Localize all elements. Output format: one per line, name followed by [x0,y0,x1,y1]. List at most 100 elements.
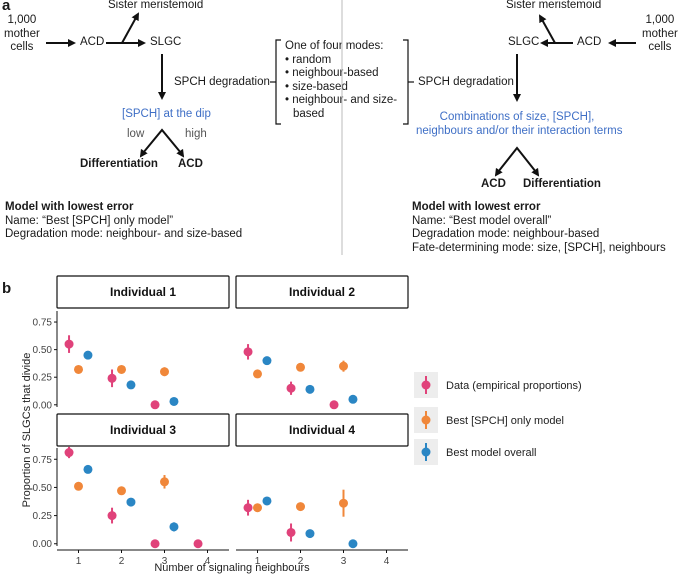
x-tick-label: 4 [205,556,211,567]
mode-brackets [270,39,414,125]
right-spch-degradation: SPCH degradation [418,76,514,88]
facet-3: Individual 3 0.00 0.25 0.50 0.75 1 2 3 4 [33,413,230,567]
legend-key-bg [414,407,438,433]
left-acd-outcome: ACD [178,158,203,170]
right-combos: Combinations of size, [SPCH], neighbours… [416,111,623,137]
right-sister-label: Sister meristemoid [506,0,602,11]
legend-key-bg [414,372,438,398]
y-tick-label: 0.25 [33,511,53,522]
data-point [64,448,74,458]
data-point [329,400,339,410]
right-differentiation: Differentiation [523,178,601,190]
x-tick-label: 2 [119,556,125,567]
data-point [117,364,126,374]
left-low-label: low [127,128,145,140]
legend-key-dot [421,447,431,457]
legend-label: Best [SPCH] only model [446,415,564,427]
x-tick-label: 1 [255,556,261,567]
data-point [348,539,358,549]
y-tick-label: 0.75 [33,455,53,466]
y-axis-label: Proportion of SLGCs that divide [21,353,33,508]
facet-title: Individual 4 [289,423,355,437]
mode-item: • size-based [285,80,348,93]
data-point [286,383,296,393]
data-point [64,339,74,349]
data-point [74,481,83,491]
left-spch-dip: [SPCH] at the dip [122,108,211,120]
legend: Data (empirical proportions) Best [SPCH] … [414,372,582,465]
data-point [160,477,169,487]
left-slgc-label: SLGC [150,36,182,48]
facet-title: Individual 1 [110,285,176,299]
panel-b-letter: b [2,280,12,297]
y-tick-label: 0.75 [33,318,53,329]
right-slgc-label: SLGC [508,36,540,48]
facet-title: Individual 3 [110,423,176,437]
right-model-name: Name: “Best model overall” [412,214,552,227]
data-point [126,497,136,507]
left-high-label: high [185,128,207,140]
data-point [160,367,169,377]
data-point [339,498,348,508]
right-model-fate: Fate-determining mode: size, [SPCH], nei… [412,241,666,254]
data-point [296,502,305,512]
data-point [107,373,117,383]
x-tick-label: 3 [162,556,168,567]
mode-item: • neighbour-based [285,67,379,79]
right-model-box: Model with lowest error Name: “Best mode… [412,201,666,255]
data-point [83,350,93,360]
legend-label: Data (empirical proportions) [446,380,582,392]
data-point [126,380,136,390]
y-tick-label: 0.00 [33,539,53,550]
data-point [305,529,315,539]
data-point [83,464,93,474]
data-point [150,400,160,410]
right-acd-outcome: ACD [481,178,506,190]
data-point [339,361,348,371]
right-acd-label: ACD [577,36,602,48]
data-point [262,356,272,366]
data-point [253,369,262,379]
data-point [169,522,179,532]
y-tick-label: 0.50 [33,345,53,356]
y-tick-label: 0.50 [33,483,53,494]
right-model-mode: Degradation mode: neighbour-based [412,228,600,240]
left-model-name: Name: “Best [SPCH] only model” [5,214,174,227]
data-point [296,362,305,372]
x-tick-label: 2 [298,556,304,567]
data-point [305,384,315,394]
x-tick-label: 1 [76,556,82,567]
data-point [243,347,253,357]
data-point [150,539,160,549]
center-modes-title: One of four modes: [285,40,384,52]
left-mother-cells: 1,000 mother cells [4,14,40,53]
legend-key-dot [421,380,431,390]
legend-label: Best model overall [446,447,537,459]
right-model-title: Model with lowest error [412,201,541,213]
data-point [286,527,296,537]
data-point [74,364,83,374]
left-model-box: Model with lowest error Name: “Best [SPC… [5,201,242,242]
mode-item: based [293,107,325,120]
x-tick-label: 3 [341,556,347,567]
mode-item: • neighbour- and size- [285,94,398,106]
facet-strip [56,275,230,309]
left-model-title: Model with lowest error [5,201,134,213]
data-point [253,503,262,513]
data-point [169,396,179,406]
left-model-mode: Degradation mode: neighbour- and size-ba… [5,228,243,240]
facet-1: Individual 10.000.250.500.75 [33,275,230,411]
center-modes: One of four modes: • random • neighbour-… [285,40,397,121]
legend-key-bg [414,439,438,465]
facet-strip [235,413,409,447]
y-tick-label: 0.00 [33,400,53,411]
right-arrows [494,14,636,177]
data-point [262,496,272,506]
panel-a-diagram [46,0,636,255]
legend-key-dot [421,415,431,425]
data-point [107,511,117,521]
left-acd-label: ACD [80,36,105,48]
facet-title: Individual 2 [289,285,355,299]
mode-item: • random [285,53,332,66]
